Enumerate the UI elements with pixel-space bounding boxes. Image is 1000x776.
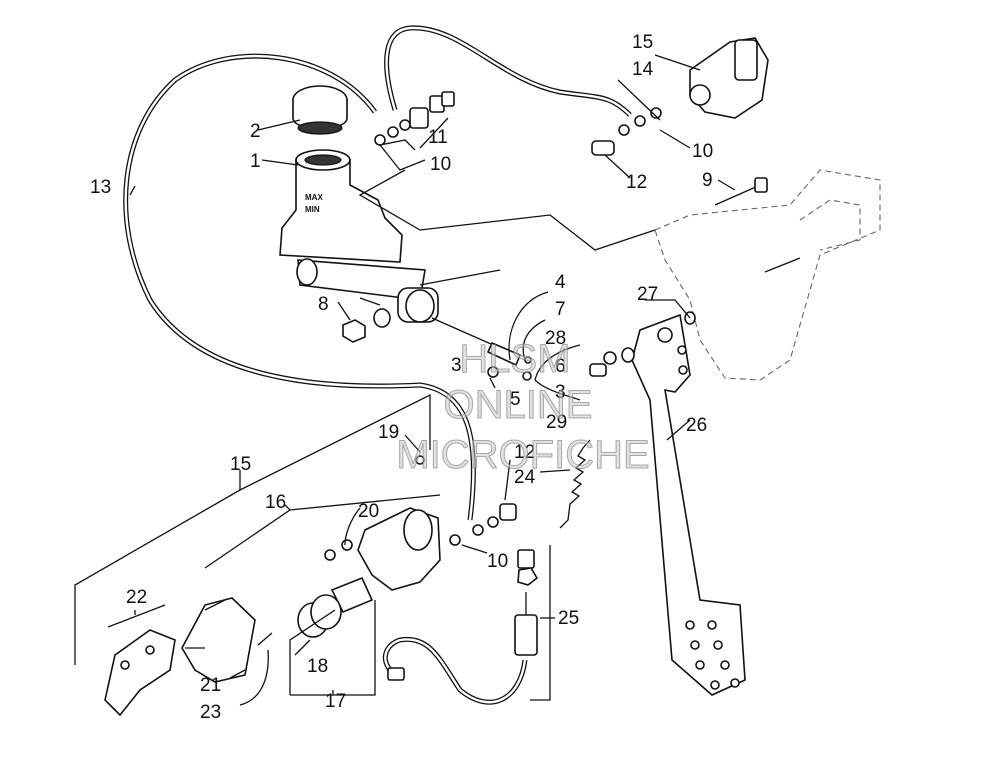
callout-11: 11 (428, 127, 448, 148)
callout-8: 8 (318, 294, 329, 315)
reservoir-cap (292, 85, 348, 135)
callout-17: 17 (325, 691, 346, 712)
master-cylinder: MAX MIN (279, 149, 439, 323)
callout-1: 1 (250, 151, 261, 172)
callout-27: 27 (637, 284, 658, 305)
callout-18: 18 (307, 656, 328, 677)
callout-5: 5 (510, 389, 521, 410)
callout-12-bottom: 12 (514, 442, 535, 463)
callout-10-top: 10 (430, 154, 451, 175)
callout-19: 19 (378, 422, 399, 443)
watermark: HLSM ONLINE MICROFICHE (396, 337, 650, 478)
brake-pad (104, 629, 176, 717)
callout-12-top: 12 (626, 172, 647, 193)
callout-3-left: 3 (451, 355, 462, 376)
callout-10-bottom: 10 (487, 551, 508, 572)
reservoir-max-mark: MAX (305, 193, 323, 202)
brake-switch-wire (382, 636, 528, 705)
brake-hose-13 (123, 53, 476, 521)
callout-21: 21 (200, 675, 221, 696)
callout-16: 16 (265, 492, 286, 513)
callout-15-top: 15 (632, 32, 653, 53)
callout-4: 4 (555, 272, 566, 293)
banjo-fittings-upper (374, 91, 455, 146)
leader-lines (74, 54, 736, 706)
push-rod (431, 317, 522, 367)
callout-29: 29 (546, 412, 567, 433)
callout-6: 6 (555, 356, 566, 377)
callout-7: 7 (555, 299, 566, 320)
callout-numbers: 2 1 13 8 11 10 15 14 10 12 9 4 7 27 28 6… (90, 32, 713, 723)
watermark-line2: ONLINE (444, 383, 593, 427)
callout-13: 13 (90, 177, 111, 198)
callout-2: 2 (250, 121, 261, 142)
brake-light-switch (387, 549, 539, 681)
callout-26: 26 (686, 415, 707, 436)
caliper-bracket (181, 597, 256, 683)
watermark-line1: HLSM (459, 337, 570, 381)
return-spring (559, 439, 591, 529)
callout-28: 28 (545, 328, 566, 349)
callout-22: 22 (126, 587, 147, 608)
brake-caliper-top (591, 37, 769, 156)
pedal-bracket (654, 169, 881, 381)
bolt-23 (257, 632, 273, 646)
brake-hose-14 (384, 25, 632, 117)
brake-pedal (631, 313, 746, 696)
callout-15-bottom: 15 (230, 454, 251, 475)
callout-9: 9 (702, 170, 713, 191)
callout-10-right: 10 (692, 141, 713, 162)
clevis-parts (487, 356, 532, 381)
callout-20: 20 (358, 501, 379, 522)
watermark-line3: MICROFICHE (396, 433, 649, 477)
nut-8 (342, 308, 391, 343)
callout-24: 24 (514, 467, 536, 488)
callout-3-right: 3 (555, 382, 566, 403)
callout-25: 25 (558, 608, 579, 629)
bolt-9 (714, 177, 768, 206)
callout-14: 14 (632, 59, 654, 80)
pivot-bushings (589, 311, 696, 377)
callout-23: 23 (200, 702, 221, 723)
reservoir-min-mark: MIN (305, 205, 320, 214)
rear-caliper-assembly (297, 455, 517, 638)
